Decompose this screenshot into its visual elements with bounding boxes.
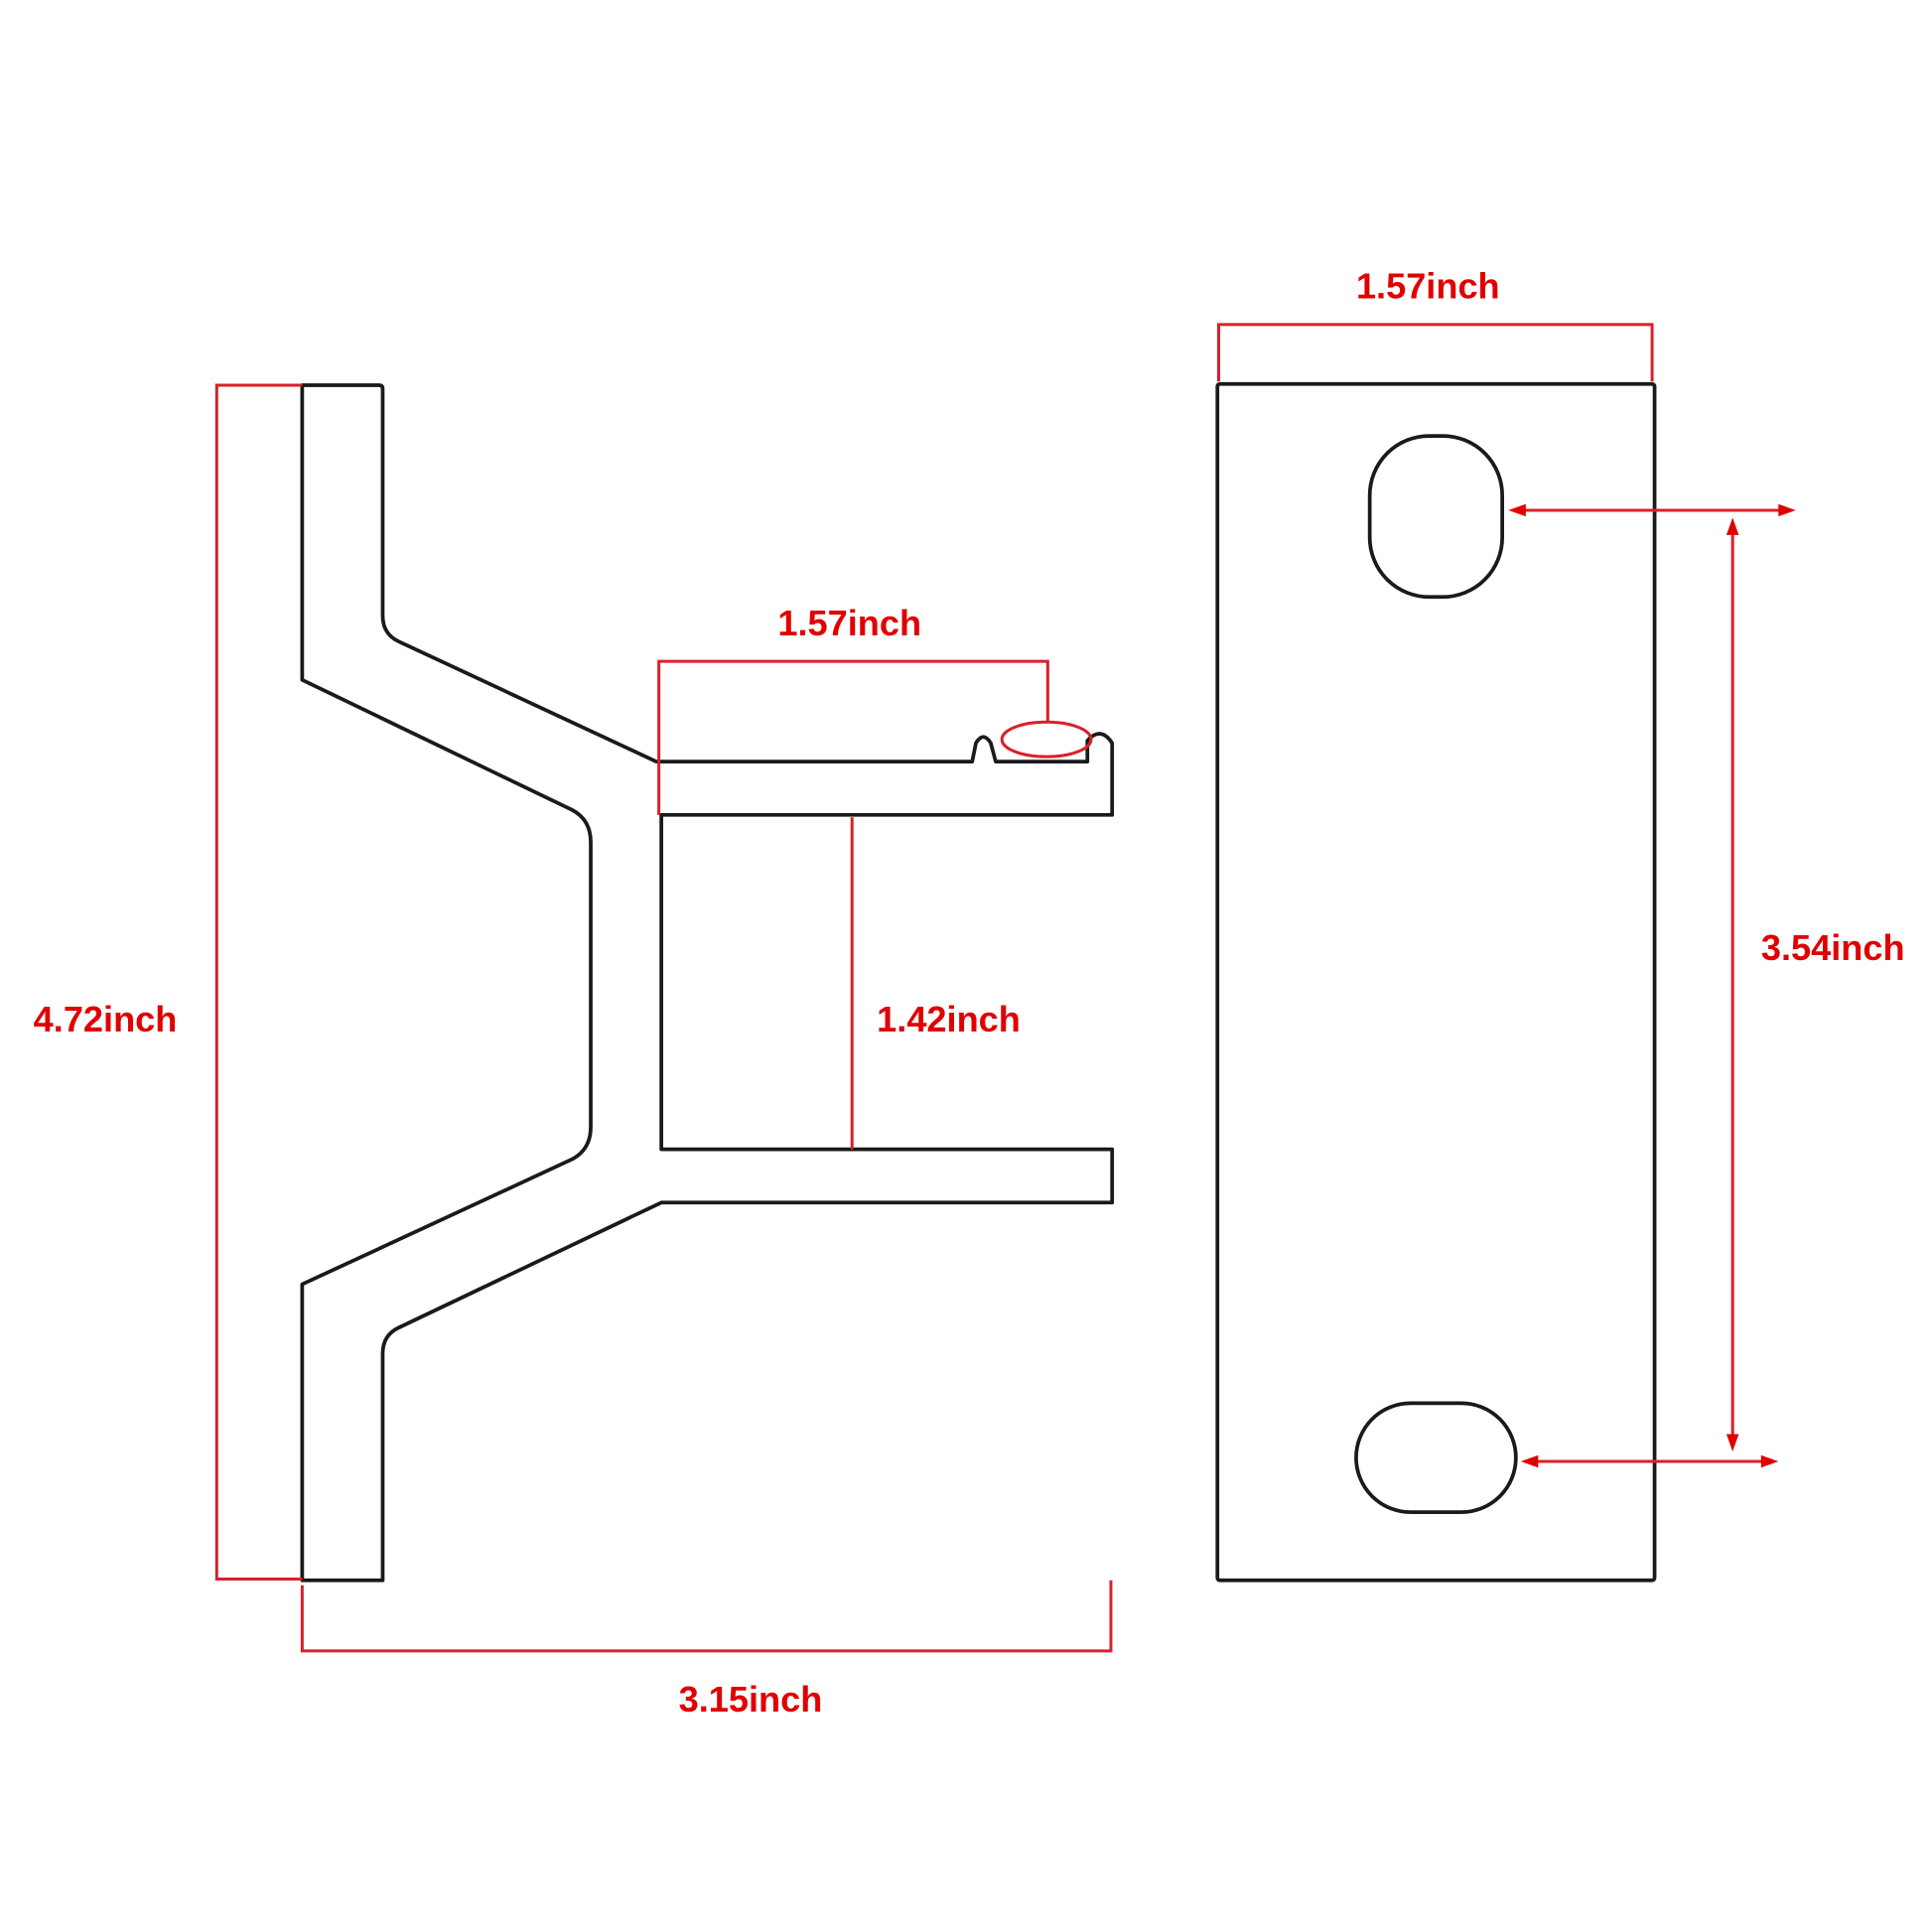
- height-dimension-line: [214, 383, 303, 1581]
- arrow-left-icon: [1508, 503, 1526, 517]
- plate-width-dimension-line: [1216, 323, 1654, 382]
- gap-label: 1.42inch: [877, 999, 1021, 1039]
- arrow-down-icon: [1725, 1434, 1739, 1451]
- depth-dimension-line: [300, 1580, 1113, 1653]
- front-plate: [1215, 381, 1657, 1583]
- pin-highlight: [1000, 720, 1093, 759]
- top-slot-hole: [1367, 434, 1505, 600]
- depth-label: 3.15inch: [679, 1679, 823, 1720]
- flange-dimension-line: [657, 659, 1049, 815]
- flange-label: 1.57inch: [777, 603, 921, 643]
- plate-width-label: 1.57inch: [1356, 266, 1500, 307]
- arrow-right-icon: [1760, 1454, 1779, 1468]
- bracket-side-profile: [300, 383, 1115, 1583]
- hole-spacing-label: 3.54inch: [1761, 927, 1905, 968]
- arrow-left-icon: [1520, 1454, 1539, 1468]
- bottom-slot-hole: [1354, 1401, 1518, 1514]
- arrow-up-icon: [1725, 517, 1739, 535]
- height-label: 4.72inch: [34, 999, 178, 1039]
- arrow-right-icon: [1778, 503, 1796, 517]
